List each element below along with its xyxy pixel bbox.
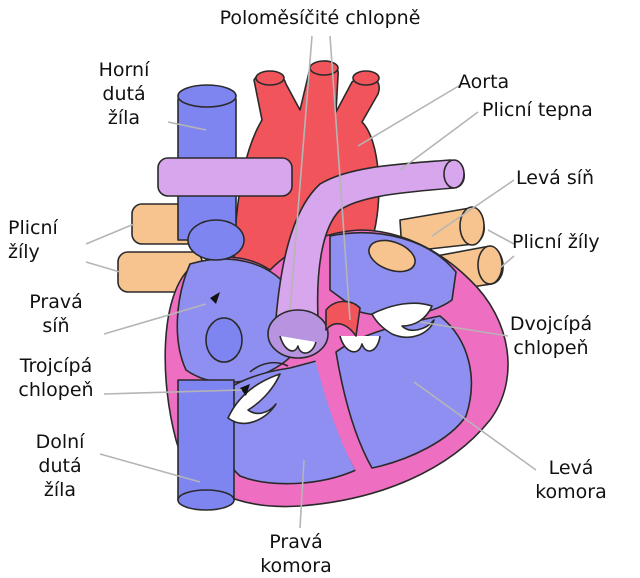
- label-right-atrium: Pravá síň: [14, 290, 98, 338]
- label-inferior-vena-cava: Dolní dutá žíla: [20, 430, 100, 502]
- label-right-ventricle: Pravá komora: [246, 530, 346, 578]
- label-tricuspid-valve: Trojcípá chlopeň: [6, 354, 106, 402]
- label-aorta: Aorta: [458, 70, 509, 94]
- label-left-atrium: Levá síň: [516, 166, 594, 190]
- label-semilunar-valves: Poloměsíčité chlopně: [180, 6, 460, 30]
- label-superior-vena-cava: Horní dutá žíla: [84, 58, 164, 130]
- inferior-vena-cava-shape: [178, 380, 234, 500]
- label-pulmonary-artery: Plicní tepna: [482, 98, 593, 122]
- pulmonary-artery-left-branch: [158, 158, 292, 196]
- label-pulmonary-veins-right: Plicní žíly: [512, 230, 600, 254]
- label-left-ventricle: Levá komora: [526, 456, 616, 504]
- label-pulmonary-veins-left: Plicní žíly: [8, 216, 58, 264]
- label-mitral-valve: Dvojcípá chlopeň: [496, 312, 606, 360]
